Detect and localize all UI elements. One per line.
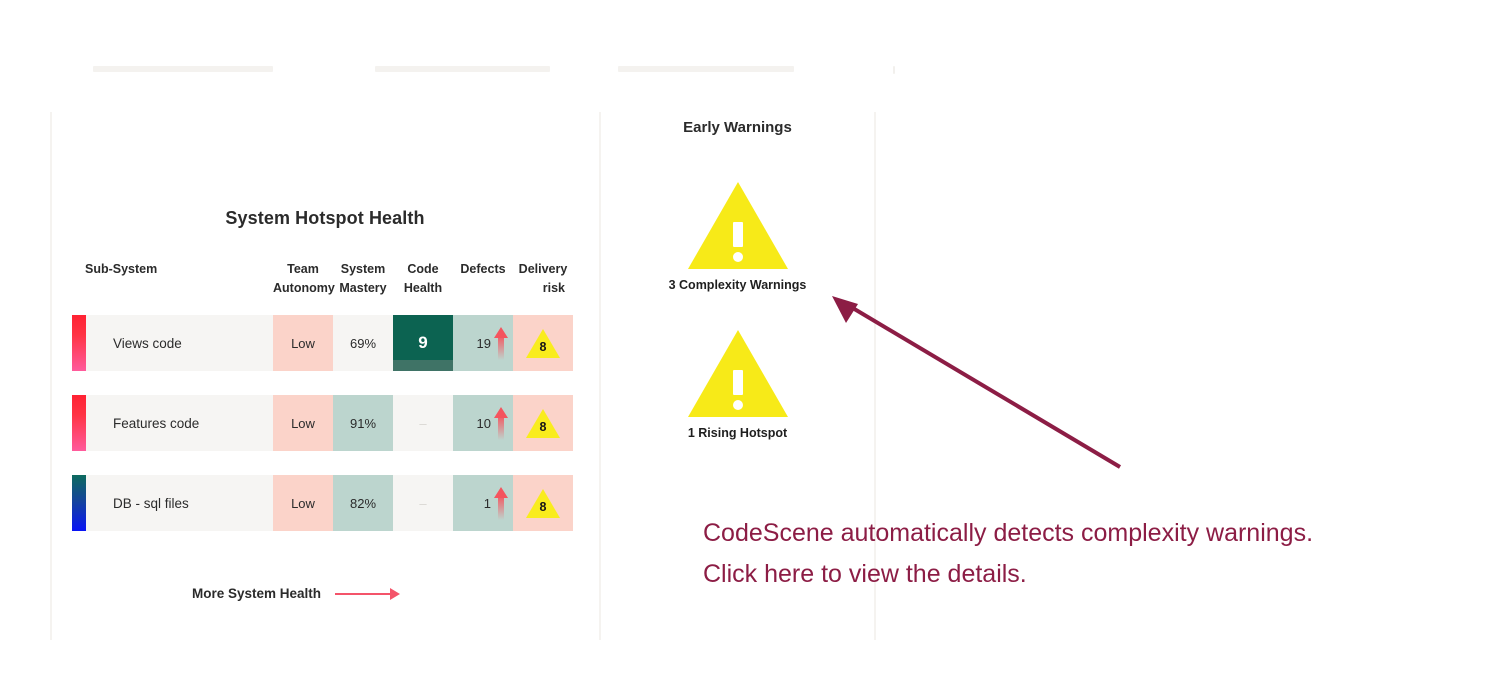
trend-up-arrow-icon <box>493 406 509 440</box>
arrow-right-icon <box>335 592 392 595</box>
cell-delivery-risk: 8 <box>513 395 573 451</box>
column-header-subsystem: Sub-System <box>85 262 158 276</box>
column-header-system-mastery: System Mastery <box>339 262 387 295</box>
cell-team-autonomy: Low <box>273 475 333 531</box>
panel-divider-left <box>50 112 52 640</box>
table-header-row: Sub-System Team Autonomy System Mastery … <box>52 254 598 312</box>
trend-up-arrow-icon <box>493 326 509 360</box>
cell-system-mastery: 91% <box>333 395 393 451</box>
more-system-health-link[interactable]: More System Health <box>192 586 401 601</box>
top-card-stub-2 <box>375 66 550 72</box>
cell-team-autonomy: Low <box>273 395 333 451</box>
risk-triangle-icon: 8 <box>526 488 560 518</box>
early-warning-caption: 3 Complexity Warnings <box>668 278 807 292</box>
early-warnings-title: Early Warnings <box>683 119 792 136</box>
row-accent-bar <box>72 475 86 531</box>
cell-code-health: – <box>393 475 453 531</box>
cell-system-mastery: 82% <box>333 475 393 531</box>
risk-triangle-icon: 8 <box>526 408 560 438</box>
row-accent-bar <box>72 395 86 451</box>
column-header-team-autonomy: Team Autonomy <box>273 262 335 295</box>
row-subsystem-name: DB - sql files <box>86 475 273 531</box>
risk-triangle-icon: 8 <box>526 328 560 358</box>
row-subsystem-name: Features code <box>86 395 273 451</box>
more-system-health-label: More System Health <box>192 586 322 601</box>
cell-code-health: 9 <box>393 315 453 371</box>
row-accent-bar <box>72 315 86 371</box>
early-warnings-panel: Early Warnings 3 Complexity Warnings 1 R… <box>601 112 874 640</box>
cell-code-health: – <box>393 395 453 451</box>
table-row[interactable]: Views code Low 69% 9 19 8 <box>72 315 594 371</box>
page-title: System Hotspot Health <box>225 208 425 228</box>
warning-triangle-icon <box>687 182 788 269</box>
cell-delivery-risk: 8 <box>513 315 573 371</box>
cell-defects: 10 <box>453 395 513 451</box>
early-warning-item-rising-hotspot[interactable]: 1 Rising Hotspot <box>601 330 874 440</box>
column-header-code-health: Code Health <box>403 262 443 295</box>
table-row[interactable]: DB - sql files Low 82% – 1 8 <box>72 475 594 531</box>
column-header-defects: Defects <box>460 262 506 276</box>
warning-triangle-icon <box>687 330 788 417</box>
top-card-stub-1 <box>93 66 273 72</box>
trend-up-arrow-icon <box>493 486 509 520</box>
column-header-delivery-risk: Delivery risk <box>518 262 568 295</box>
cell-delivery-risk: 8 <box>513 475 573 531</box>
top-card-stub-3 <box>618 66 794 72</box>
annotation-text: CodeScene automatically detects complexi… <box>703 513 1493 595</box>
annotation-line-2: Click here to view the details. <box>703 560 1027 588</box>
cell-team-autonomy: Low <box>273 315 333 371</box>
row-subsystem-name: Views code <box>86 315 273 371</box>
cell-defects: 19 <box>453 315 513 371</box>
cell-system-mastery: 69% <box>333 315 393 371</box>
annotation-line-1: CodeScene automatically detects complexi… <box>703 519 1314 547</box>
early-warning-item-complexity[interactable]: 3 Complexity Warnings <box>601 182 874 292</box>
cell-defects: 1 <box>453 475 513 531</box>
table-row[interactable]: Features code Low 91% – 10 8 <box>72 395 594 451</box>
panel-divider-middle <box>599 112 601 640</box>
system-hotspot-health-panel: System Hotspot Health Sub-System Team Au… <box>52 112 598 640</box>
top-card-stub-4 <box>893 66 895 74</box>
early-warning-caption: 1 Rising Hotspot <box>687 426 788 440</box>
